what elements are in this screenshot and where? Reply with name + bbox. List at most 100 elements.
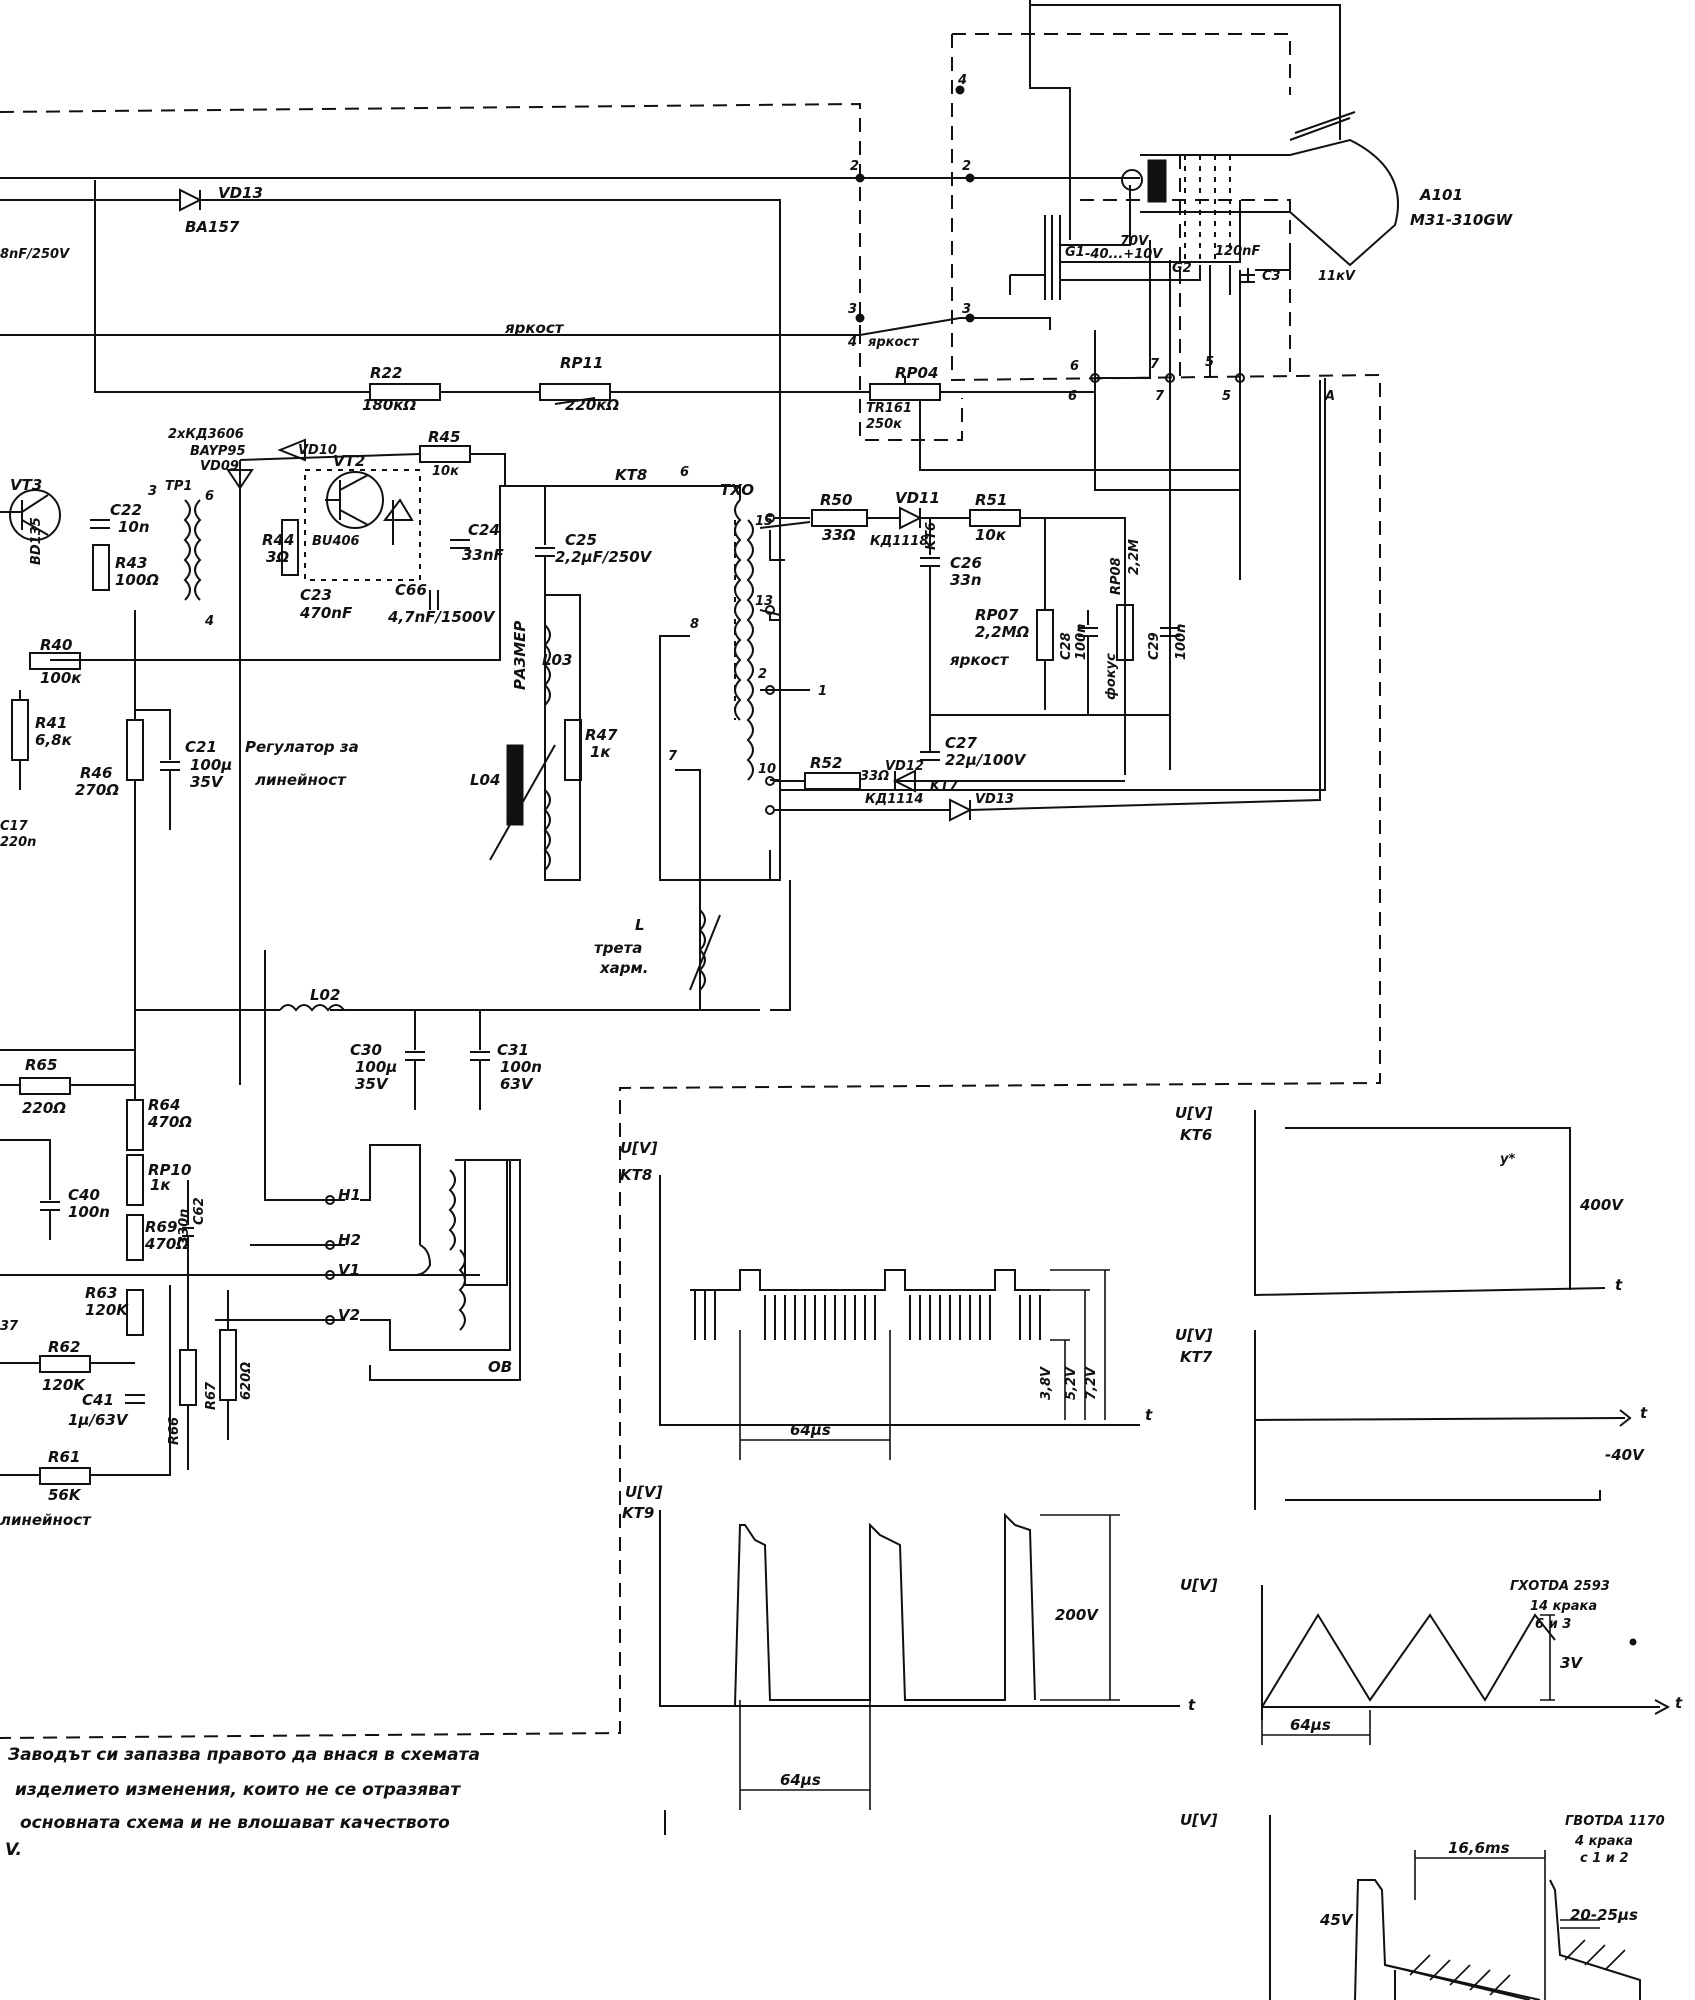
r51-label: R51 (975, 491, 1007, 509)
r40-label: R40 (40, 636, 72, 654)
c31-label: C31 (497, 1041, 529, 1059)
c21-value: 100µ (190, 756, 232, 774)
bayp-label: BAYP95 (190, 444, 246, 459)
linearity-section: R40 100к R41 6,8к R46 270Ω C17 220n C21 … (0, 610, 760, 1529)
crt-c3v: 120nF (1215, 244, 1260, 259)
txo-pin15: 15 (755, 514, 773, 529)
r69-label: R69 (145, 1218, 177, 1236)
bu-label: BU406 (312, 534, 360, 549)
wave-v-uv: U[V] (1180, 1811, 1218, 1829)
flyback-transformer: KT8 6 TXO C25 2,2µF/250V РАЗМЕР L03 L04 … (239, 465, 827, 1085)
wave-kt8-52: 5,2V (1064, 1366, 1079, 1400)
c30-voltage: 35V (355, 1075, 389, 1093)
deflection-yoke: H1 H2 V1 V2 OB (215, 950, 521, 1381)
waveform-kt7: U[V] KT7 t -40V (1175, 1326, 1648, 1510)
pin-2b: 2 (962, 159, 971, 174)
pin-5a: 5 (1205, 355, 1214, 370)
c23-value: 470nF (299, 604, 353, 622)
top-wiring: 2 2 4 3 3 4 яркост 6 6 7 7 5 5 A (0, 0, 1341, 791)
wave-kt9-t: t (1188, 1696, 1196, 1714)
c26-label: C26 (950, 554, 982, 572)
c28-value: 100n (1074, 624, 1089, 660)
wave-kt8-38: 3,8V (1039, 1366, 1054, 1400)
tr1-label: TP1 (165, 479, 192, 494)
wave-kt8-uv: U[V] (620, 1139, 658, 1157)
r67-value: 620Ω (239, 1362, 254, 1400)
crt-type: M31-310GW (1410, 211, 1514, 229)
txo-pin1: 1 (818, 684, 827, 699)
wave-kt9-uv: U[V] (625, 1483, 663, 1501)
pin-4: 4 (957, 73, 967, 88)
waveform-kt8: U[V] KT8 3,8V 5,2V 7,2V t 64µs (620, 1139, 1153, 1460)
vd11-label: VD11 (895, 489, 940, 507)
r40-value: 100к (40, 669, 82, 687)
c24-value: 33nF (462, 546, 505, 564)
r69-value: 470Ω (144, 1235, 189, 1253)
kd2-label: КД1114 (865, 792, 923, 807)
c27-label: C27 (945, 734, 977, 752)
rp11-value: 220кΩ (565, 396, 619, 414)
r44-value: 3Ω (266, 548, 289, 566)
cap8n-label: 8nF/250V (0, 247, 70, 262)
wave-h-uv: U[V] (1180, 1576, 1218, 1594)
c22-value: 10n (118, 518, 150, 536)
r43-value: 100Ω (115, 571, 159, 589)
c17-label: C17 (0, 819, 29, 834)
tr161-label: TR161 (866, 401, 912, 416)
wave-kt9-period: 64µs (780, 1771, 821, 1789)
wave-kt8-tag: KT8 (620, 1166, 652, 1184)
pin-A: A (1324, 389, 1335, 404)
c25-label: C25 (565, 531, 597, 549)
wave-h-period: 64µs (1290, 1716, 1331, 1734)
r66-label: R66 (167, 1417, 182, 1445)
r22-label: R22 (370, 364, 402, 382)
rp08-label: RP08 (1109, 557, 1124, 595)
wave-h-t: t (1675, 1694, 1683, 1712)
yoke-h2: H2 (338, 1231, 361, 1249)
wave-v-note3: с 1 и 2 (1580, 1851, 1628, 1866)
rp07-value: 2,2MΩ (975, 623, 1029, 641)
pin-2a: 2 (850, 159, 859, 174)
c30-value: 100µ (355, 1058, 397, 1076)
p37-label: 37 (0, 1319, 19, 1334)
c17-value: 220n (0, 835, 36, 850)
r62-label: R62 (48, 1338, 80, 1356)
crt-tube: A101 M31-310GW 11кV 70V -40...+10V 120nF… (1009, 111, 1514, 300)
footnote: Заводът си запазва правото да внася в сх… (5, 1745, 666, 1860)
r61-value: 56K (48, 1486, 82, 1504)
wave-kt8-t: t (1145, 1406, 1153, 1424)
c6-value: 330n (177, 1209, 192, 1245)
crt-g1v: 70V (1120, 234, 1149, 249)
pin-bright: яркост (867, 335, 920, 350)
note-line-1: Заводът си запазва правото да внася в сх… (7, 1745, 480, 1765)
c66-label: C66 (395, 581, 427, 599)
dashed-boundaries (0, 33, 1381, 1739)
txo-pin8: 8 (690, 617, 699, 632)
kt8-pin: 6 (680, 465, 689, 480)
c40-label: C40 (68, 1186, 100, 1204)
rp04-label: RP04 (895, 364, 938, 382)
r43-label: R43 (115, 554, 147, 572)
pin-4b: 4 (847, 335, 857, 350)
rp11-label: RP11 (560, 354, 603, 372)
wave-kt6-marker: y* (1500, 1152, 1515, 1167)
txo-pin7: 7 (668, 749, 678, 764)
vt2-label: VT2 (333, 452, 365, 470)
bright-label: яркост (504, 319, 565, 337)
vd10-label: VD10 (298, 443, 337, 458)
c6-label: C62 (192, 1197, 207, 1225)
horizontal-output: 2xКД3606 BAYP95 VD09 VD10 R45 10к VT2 BU… (0, 427, 506, 661)
l-third-3: харм. (599, 959, 649, 977)
c22-label: C22 (110, 501, 142, 519)
r47-label: R47 (585, 726, 618, 744)
r41-value: 6,8к (35, 731, 73, 749)
wave-kt9-tag: KT9 (622, 1504, 654, 1522)
r51-value: 10к (975, 526, 1007, 544)
c21-voltage: 35V (190, 773, 224, 791)
r47-value: 1к (590, 743, 611, 761)
yoke-v1: V1 (338, 1261, 360, 1279)
size-label: РАЗМЕР (511, 621, 529, 690)
focus-label: фокус (1104, 653, 1119, 700)
vd13b-label: VD13 (975, 792, 1014, 807)
pin-7b: 7 (1155, 389, 1165, 404)
